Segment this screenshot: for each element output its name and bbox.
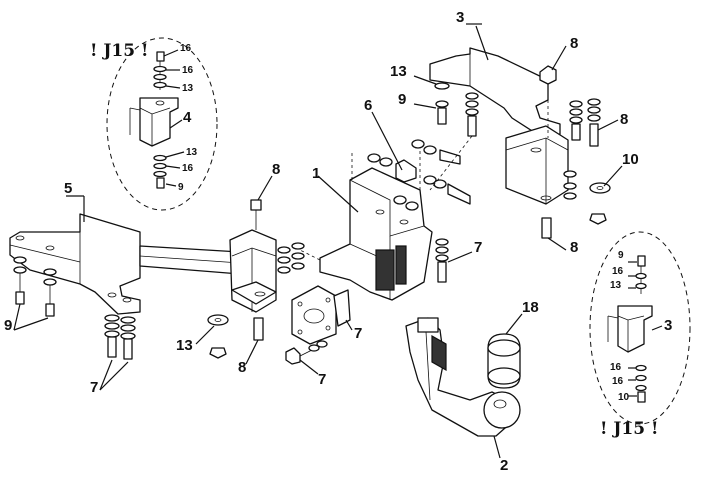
callout-16-top-left: 16	[182, 65, 194, 76]
callout-7-center-top: 6	[364, 97, 372, 114]
callout-7-right: 8	[620, 111, 628, 128]
callout-9-detail-bottom: 10	[618, 392, 630, 403]
left-bracket-assembly: 5 9 7	[4, 180, 241, 396]
callout-13-top-left: 13	[182, 83, 194, 94]
callout-9-lower-left: 9	[178, 182, 184, 193]
callout-18: 18	[522, 299, 539, 316]
callout-7-left: 7	[90, 379, 98, 396]
callout-3-detail: 3	[664, 317, 672, 334]
left-bolt-stack-2	[43, 268, 57, 317]
callout-9-top-left: 16	[180, 43, 192, 54]
callout-8-top-right: 8	[570, 35, 578, 52]
callout-13-detail-bottom: 16	[610, 362, 622, 373]
main-beam: 1 6 7	[299, 97, 482, 301]
callout-4-detail: 4	[183, 109, 192, 126]
callout-7-center-right: 7	[474, 239, 482, 256]
socket-plate: 7 7	[285, 285, 362, 388]
right-bracket-top: 3 8 13 9 8 10	[390, 9, 639, 256]
beam-bolts-lower	[435, 238, 449, 283]
callout-9-left: 9	[4, 317, 12, 334]
detail-j15-left: ! J15 ! 16 16 13 4 13 16 9	[90, 37, 218, 211]
callout-10-left: 13	[176, 337, 193, 354]
callout-8-top-center: 8	[272, 161, 280, 178]
callout-13-top: 13	[390, 63, 407, 80]
beam-bolts-upper	[367, 139, 471, 211]
variant-label-left: ! J15 !	[90, 41, 148, 61]
callout-1: 1	[312, 165, 320, 182]
callout-8-bottom-center: 8	[238, 359, 246, 376]
callout-2: 2	[500, 457, 508, 474]
callout-13-detail-top: 13	[610, 280, 622, 291]
callout-9-top: 9	[398, 91, 406, 108]
callout-4-main: 5	[64, 180, 72, 197]
ball-cover: 18	[487, 299, 539, 389]
callout-6: 7	[318, 371, 326, 388]
left-bolt-stack-3	[104, 314, 120, 358]
left-bolt-stack-1	[13, 256, 27, 305]
ball-neck: 2	[405, 317, 521, 474]
left-bolt-stack-4	[120, 316, 136, 360]
callout-3-top: 3	[456, 9, 464, 26]
callout-9-detail-top: 9	[618, 250, 624, 261]
callout-8-bottom-right: 8	[570, 239, 578, 256]
variant-label-right: ! J15 !	[600, 419, 658, 439]
callout-16-lower-left: 16	[182, 163, 194, 174]
center-bracket: 8 13 8	[176, 161, 305, 376]
detail-j15-right: ! J15 ! 9 16 13 3 16 16 10	[589, 231, 691, 439]
callout-13-lower-left: 13	[186, 147, 198, 158]
callout-16-detail-bottom: 16	[612, 376, 624, 387]
callout-10-right: 10	[622, 151, 639, 168]
callout-16-detail-top: 16	[612, 266, 624, 277]
callout-5: 7	[354, 325, 362, 342]
